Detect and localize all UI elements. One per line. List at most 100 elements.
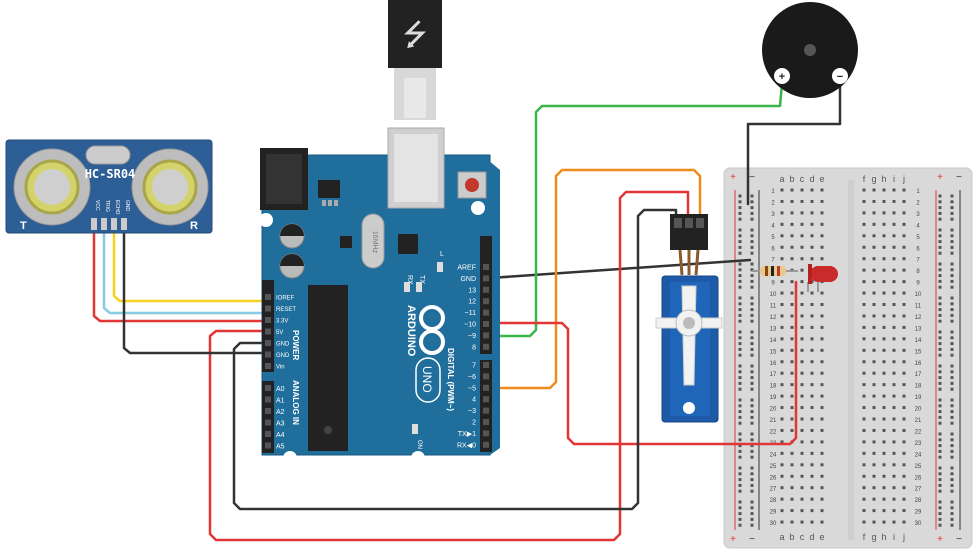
breadboard-hole xyxy=(780,428,784,432)
header-pin xyxy=(265,351,271,358)
breadboard-hole xyxy=(780,371,784,375)
rail-hole xyxy=(950,308,954,312)
row-label: 26 xyxy=(915,475,922,481)
breadboard-hole xyxy=(790,245,794,249)
rail-hole xyxy=(938,432,942,436)
rail-hole xyxy=(738,438,742,442)
breadboard-hole xyxy=(800,348,804,352)
breadboard-hole xyxy=(862,486,866,490)
rail-hole xyxy=(750,438,754,442)
row-label: 25 xyxy=(770,464,777,470)
rail-hole xyxy=(738,466,742,470)
rail-hole xyxy=(950,268,954,272)
rail-hole xyxy=(950,296,954,300)
rail-hole xyxy=(938,319,942,323)
column-label: b xyxy=(789,532,794,542)
breadboard-hole xyxy=(790,406,794,410)
breadboard-hole xyxy=(902,428,906,432)
breadboard-hole xyxy=(800,463,804,467)
breadboard-hole xyxy=(872,268,876,272)
breadboard-hole xyxy=(810,222,814,226)
power-pin-label: RESET xyxy=(276,307,296,313)
rail-hole xyxy=(750,466,754,470)
rail-hole xyxy=(750,370,754,374)
breadboard-hole xyxy=(800,199,804,203)
power-pin-label: 3.3V xyxy=(276,319,288,325)
breadboard-hole xyxy=(862,497,866,501)
rail-sign: − xyxy=(749,534,755,545)
row-label: 28 xyxy=(915,498,922,504)
rail-hole xyxy=(938,274,942,278)
breadboard-hole xyxy=(882,406,886,410)
rail-hole xyxy=(938,410,942,414)
breadboard-hole xyxy=(810,463,814,467)
rail-hole xyxy=(750,483,754,487)
sensor-pin xyxy=(121,218,127,230)
breadboard-hole xyxy=(862,520,866,524)
rail-hole xyxy=(938,506,942,510)
rail-hole xyxy=(950,387,954,391)
crystal-label: 16MHz xyxy=(371,231,378,254)
rail-hole xyxy=(950,398,954,402)
header-pin xyxy=(483,441,489,448)
breadboard-hole xyxy=(800,417,804,421)
breadboard-hole xyxy=(862,417,866,421)
rail-hole xyxy=(938,268,942,272)
row-label: 20 xyxy=(770,407,777,413)
rail-hole xyxy=(738,234,742,238)
row-label: 5 xyxy=(916,235,920,241)
breadboard-hole xyxy=(882,211,886,215)
breadboard-hole xyxy=(790,280,794,284)
breadboard-hole xyxy=(872,211,876,215)
wire-red-sensor-vcc xyxy=(92,226,272,323)
servo-horn xyxy=(655,285,723,386)
row-label: 3 xyxy=(916,212,920,218)
breadboard-hole xyxy=(902,245,906,249)
wire-green-buzzer xyxy=(482,82,784,338)
breadboard-hole xyxy=(810,325,814,329)
column-label: f xyxy=(863,532,866,542)
rail-hole xyxy=(738,336,742,340)
row-label: 24 xyxy=(770,452,777,458)
breadboard-hole xyxy=(882,245,886,249)
breadboard-hole xyxy=(872,394,876,398)
digital-title: DIGITAL (PWM~) xyxy=(446,348,455,411)
row-label: 25 xyxy=(915,464,922,470)
column-label: i xyxy=(893,174,895,184)
rail-hole xyxy=(750,364,754,368)
breadboard-hole xyxy=(780,291,784,295)
breadboard-hole xyxy=(820,211,824,215)
rail-hole xyxy=(750,285,754,289)
rail-hole xyxy=(738,206,742,210)
rail-hole xyxy=(950,444,954,448)
header-pin xyxy=(265,305,271,312)
rail-hole xyxy=(950,478,954,482)
rail-hole xyxy=(750,449,754,453)
breadboard-hole xyxy=(790,360,794,364)
breadboard-hole xyxy=(790,291,794,295)
rail-hole xyxy=(950,376,954,380)
header-pin xyxy=(483,384,489,391)
breadboard-hole xyxy=(862,394,866,398)
breadboard-hole xyxy=(790,451,794,455)
breadboard-hole xyxy=(902,268,906,272)
breadboard-hole xyxy=(892,440,896,444)
rail-hole xyxy=(738,228,742,232)
rail-hole xyxy=(738,285,742,289)
breadboard-hole xyxy=(872,520,876,524)
rail-hole xyxy=(738,211,742,215)
breadboard-hole xyxy=(780,280,784,284)
breadboard-hole xyxy=(820,348,824,352)
breadboard-hole xyxy=(902,199,906,203)
breadboard-hole xyxy=(790,497,794,501)
breadboard-hole xyxy=(790,486,794,490)
breadboard-hole xyxy=(800,520,804,524)
breadboard-hole xyxy=(790,428,794,432)
breadboard-hole xyxy=(882,234,886,238)
header-pin xyxy=(265,396,271,403)
breadboard-hole xyxy=(902,520,906,524)
breadboard-hole xyxy=(800,257,804,261)
header-pin xyxy=(265,317,271,323)
header-pin xyxy=(483,396,489,403)
